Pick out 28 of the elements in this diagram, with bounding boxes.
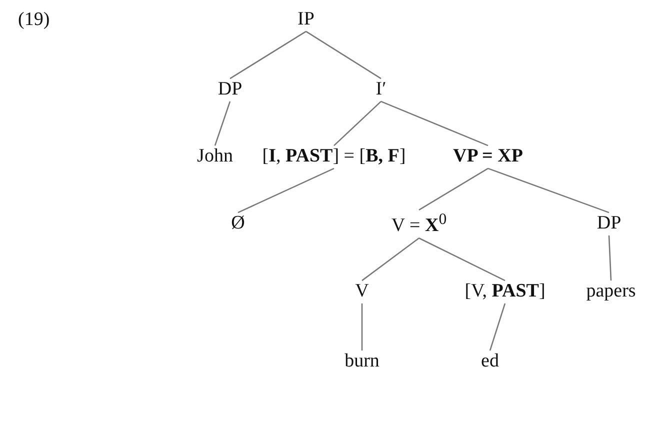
node-label: I′ [376,80,386,100]
branch-line [214,101,231,146]
node-label: V [355,282,369,302]
branch-line [489,303,506,351]
branch-line [230,30,306,80]
node-label: John [197,146,233,168]
branch-line [334,100,382,146]
node-label: V = X$^{0}$ [391,210,447,238]
branch-line [488,168,610,214]
node-label: DP [596,214,622,234]
branch-line [608,235,612,281]
branch-line [238,168,334,214]
branch-line [418,168,488,210]
node-label: IP [298,10,314,30]
node-label: Ø [231,214,245,234]
node-label: VP = XP [453,146,523,168]
branch-line [380,100,488,146]
node-label: [V, PAST] [464,282,546,302]
branch-line [361,303,363,351]
node-label: papers [586,282,636,302]
example-number: (19) [18,10,50,31]
node-label: ed [481,352,499,372]
branch-line [306,30,382,80]
node-label: burn [344,352,380,372]
branch-line [418,238,506,282]
node-label: [I, PAST] = [B, F] [262,146,406,168]
branch-line [362,238,420,282]
node-label: DP [218,80,242,100]
